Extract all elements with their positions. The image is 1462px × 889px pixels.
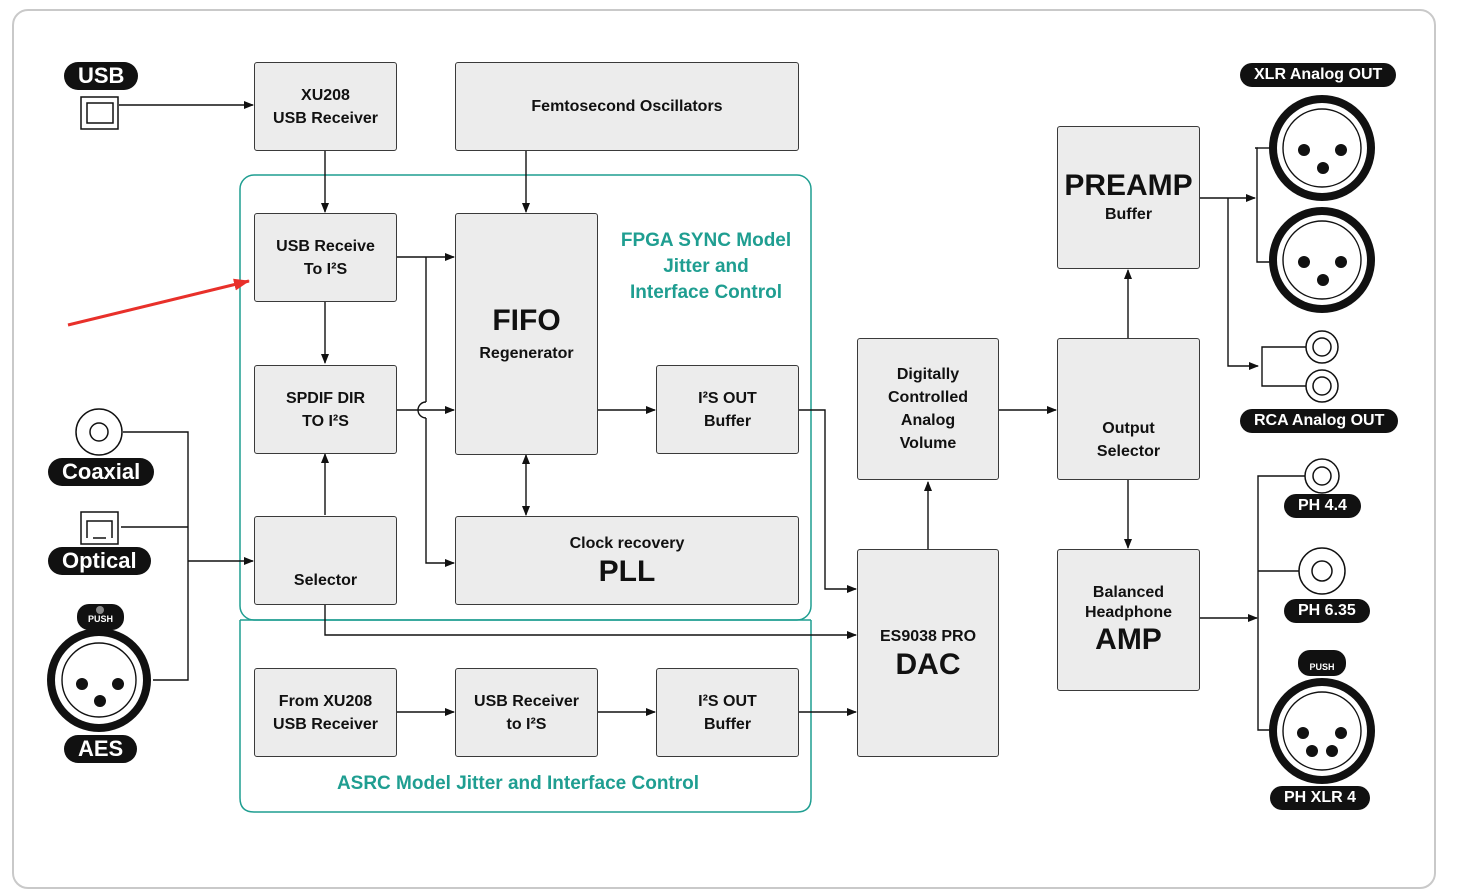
from-xu208-label: From XU208 USB Receiver bbox=[273, 692, 378, 733]
fifo-regenerator-box: FIFO Regenerator bbox=[455, 213, 598, 455]
rca-jack-icon bbox=[1305, 330, 1339, 364]
femto-label: Femtosecond Oscillators bbox=[531, 98, 723, 115]
selector-label: Selector bbox=[293, 572, 358, 589]
fifo-title: FIFO bbox=[492, 303, 561, 337]
rca-analog-out-label: RCA Analog OUT bbox=[1240, 409, 1399, 433]
selector-box: Selector bbox=[254, 516, 397, 605]
xlr-out-icon bbox=[1269, 95, 1375, 201]
output-selector-label: Output Selector bbox=[1096, 420, 1161, 460]
xu208-usb-receiver-box: XU208 USB Receiver bbox=[254, 62, 397, 151]
xu208-label: XU208 USB Receiver bbox=[273, 86, 378, 127]
ph44-jack-icon bbox=[1304, 458, 1340, 494]
usb-recv-i2s-label: USB Receiver to I²S bbox=[474, 692, 579, 733]
i2s-out-buffer-bottom-box: I²S OUT Buffer bbox=[656, 668, 799, 757]
pll-subtitle: Clock recovery bbox=[569, 535, 685, 552]
asrc-region-label: ASRC Model Jitter and Interface Control bbox=[336, 773, 700, 794]
pll-title: PLL bbox=[598, 555, 656, 588]
preamp-title: PREAMP bbox=[1064, 169, 1193, 202]
usb-i2s-label: USB Receive To I²S bbox=[276, 237, 375, 278]
ph-xlr4-push-label: PUSH bbox=[1298, 650, 1346, 676]
aes-xlr-icon bbox=[47, 604, 151, 732]
spdif-label: SPDIF DIR TO I²S bbox=[285, 389, 366, 430]
volume-label: Digitally Controlled Analog Volume bbox=[888, 366, 968, 452]
usb-port-icon bbox=[80, 96, 119, 130]
ph635-label: PH 6.35 bbox=[1284, 599, 1370, 623]
asrc-region bbox=[239, 620, 812, 813]
xlr-out-icon bbox=[1269, 207, 1375, 313]
optical-input-label: Optical bbox=[48, 547, 151, 575]
usb-receive-to-i2s-box: USB Receive To I²S bbox=[254, 213, 397, 302]
connection-layer bbox=[47, 95, 1375, 813]
red-annotation-arrow bbox=[67, 278, 250, 327]
dac-title: DAC bbox=[895, 647, 961, 681]
preamp-box: PREAMP Buffer bbox=[1057, 126, 1200, 269]
analog-volume-box: Digitally Controlled Analog Volume bbox=[857, 338, 999, 480]
optical-port-icon bbox=[80, 511, 119, 545]
ph635-jack-icon bbox=[1298, 547, 1346, 595]
headphone-amp-box: Balanced Headphone AMP bbox=[1057, 549, 1200, 691]
i2s-out-bottom-label: I²S OUT Buffer bbox=[698, 692, 757, 733]
ph44-label: PH 4.4 bbox=[1284, 494, 1361, 518]
femtosecond-oscillators-box: Femtosecond Oscillators bbox=[455, 62, 799, 151]
dac-box: ES9038 PRO DAC bbox=[857, 549, 999, 757]
ph-xlr4-label: PH XLR 4 bbox=[1270, 786, 1371, 810]
clock-recovery-pll-box: Clock recovery PLL bbox=[455, 516, 799, 605]
usb-input-label: USB bbox=[64, 62, 139, 90]
i2s-out-top-label: I²S OUT Buffer bbox=[698, 389, 757, 430]
fifo-subtitle: Regenerator bbox=[479, 344, 574, 362]
coaxial-jack-icon bbox=[75, 408, 123, 456]
aes-push-label: PUSH bbox=[87, 614, 113, 624]
amp-subtitle: Balanced Headphone bbox=[1084, 584, 1173, 621]
usb-receiver-to-i2s-box: USB Receiver to I²S bbox=[455, 668, 598, 757]
rca-jack-icon bbox=[1305, 369, 1339, 403]
ph-xlr4-icon bbox=[1269, 662, 1375, 784]
amp-title: AMP bbox=[1095, 623, 1162, 656]
from-xu208-box: From XU208 USB Receiver bbox=[254, 668, 397, 757]
dac-subtitle: ES9038 PRO bbox=[879, 627, 977, 645]
spdif-dir-box: SPDIF DIR TO I²S bbox=[254, 365, 397, 454]
output-selector-box: Output Selector bbox=[1057, 338, 1200, 480]
i2s-out-buffer-top-box: I²S OUT Buffer bbox=[656, 365, 799, 454]
aes-input-label: AES bbox=[64, 735, 138, 763]
fpga-region-label: FPGA SYNC Model Jitter and Interface Con… bbox=[620, 230, 792, 303]
coaxial-input-label: Coaxial bbox=[48, 458, 155, 486]
xlr-analog-out-label: XLR Analog OUT bbox=[1240, 63, 1397, 87]
preamp-subtitle: Buffer bbox=[1104, 206, 1153, 223]
